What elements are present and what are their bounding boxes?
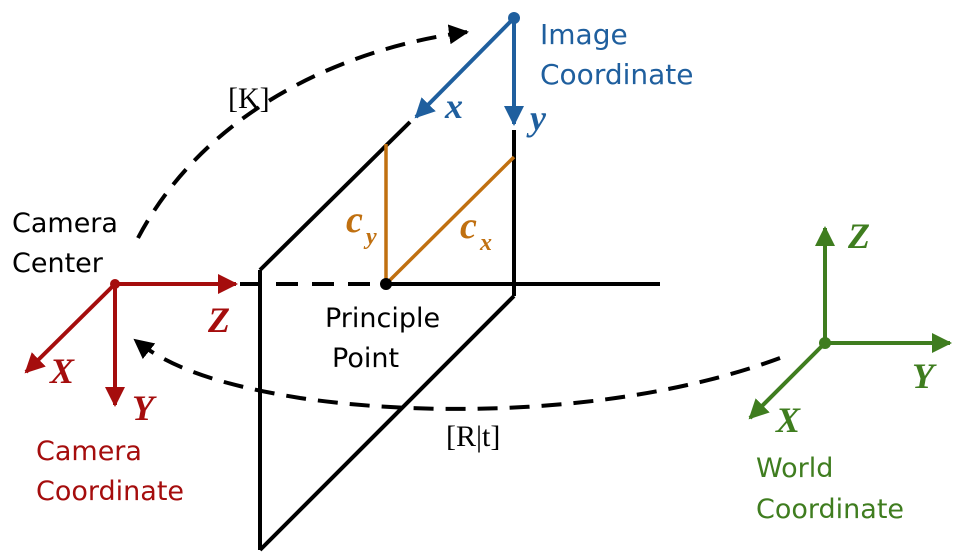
camera-coordinate-title-line1: Camera: [36, 436, 142, 467]
world-x-label: X: [775, 400, 801, 440]
image-y-label: y: [526, 98, 547, 138]
world-y-label: Y: [912, 356, 937, 396]
image-origin-dot: [508, 12, 520, 24]
camera-center-label-line2: Center: [12, 248, 104, 279]
world-z-label: Z: [847, 216, 870, 256]
world-axes: [748, 226, 952, 420]
intrinsic-label: [K]: [228, 82, 270, 115]
image-coordinate-title-line1: Image: [540, 18, 628, 51]
image-x-axis: [414, 16, 516, 119]
cy-subscript: y: [363, 224, 377, 250]
principal-point-label-line1: Principle: [325, 303, 440, 334]
cy-label: c: [346, 199, 363, 241]
camera-axes: [24, 274, 238, 407]
world-coordinate-title-line2: Coordinate: [756, 494, 904, 525]
camera-coordinate-title-line2: Coordinate: [36, 476, 184, 507]
camera-z-label: Z: [207, 300, 230, 340]
image-x-label: x: [444, 86, 463, 126]
world-coordinate-title-line1: World: [756, 453, 833, 484]
principal-point-dot: [380, 278, 392, 290]
image-plane-bottom-edge: [258, 294, 516, 552]
cx-label: c: [460, 205, 477, 247]
camera-center-dot: [110, 279, 120, 289]
world-x-axis: [748, 341, 827, 420]
camera-center-label-line1: Camera: [12, 208, 118, 239]
image-coordinate-title-line2: Coordinate: [540, 58, 694, 91]
extrinsic-label: [R|t]: [446, 420, 500, 453]
principal-offsets: [384, 144, 516, 286]
principal-point-label-line2: Point: [332, 343, 399, 374]
world-origin-dot: [819, 337, 831, 349]
cx-subscript: x: [479, 230, 492, 256]
camera-y-label: Y: [132, 388, 157, 428]
intrinsic-arc: [136, 24, 469, 239]
camera-x-label: X: [49, 351, 75, 391]
camera-x-axis: [24, 282, 117, 374]
cx-offset-line: [384, 155, 516, 286]
image-axes: [414, 16, 524, 126]
